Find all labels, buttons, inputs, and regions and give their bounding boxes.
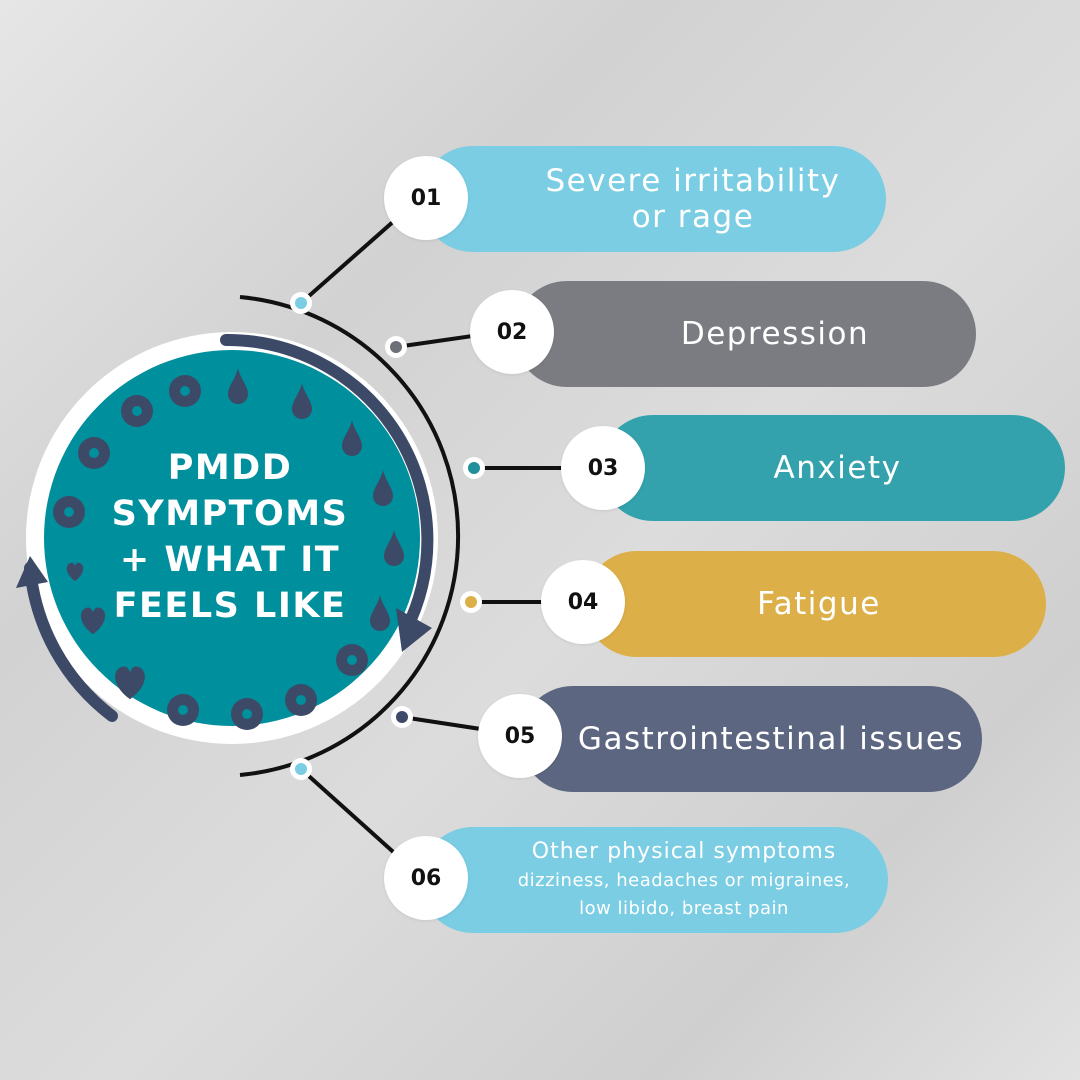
water-drop-icon bbox=[373, 470, 393, 506]
ring-dot-icon bbox=[53, 496, 85, 528]
symptom-detail-line: dizziness, headaches or migraines, bbox=[517, 870, 851, 891]
cycle-arrow-left bbox=[24, 562, 118, 722]
symptom-pill-05: Gastrointestinal issues bbox=[520, 686, 982, 792]
water-drop-icon bbox=[292, 383, 312, 419]
symptom-label-line: Severe irritability bbox=[545, 163, 841, 199]
water-drop-icons bbox=[228, 368, 404, 631]
page-title: PMDD SYMPTOMS + WHAT IT FEELS LIKE bbox=[111, 448, 349, 626]
water-drop-icon bbox=[384, 530, 404, 566]
symptom-detail-line: low libido, breast pain bbox=[579, 898, 789, 919]
symptom-pill-04: Fatigue bbox=[584, 551, 1046, 657]
ring-dot-icon bbox=[78, 437, 110, 469]
symptom-number-04: 04 bbox=[541, 560, 625, 644]
connector-arc bbox=[239, 295, 461, 777]
symptom-number-01: 01 bbox=[384, 156, 468, 240]
symptom-pill-02: Depression bbox=[514, 281, 976, 387]
heart-icons bbox=[66, 562, 145, 700]
ring-dot-icon bbox=[231, 698, 263, 730]
water-drop-icon bbox=[228, 368, 248, 404]
cycle-arrow-right-head-icon bbox=[396, 608, 432, 652]
symptom-number-03: 03 bbox=[561, 426, 645, 510]
heart-icon bbox=[115, 666, 145, 700]
water-drop-icon bbox=[342, 420, 362, 456]
symptom-label: Anxiety bbox=[773, 450, 902, 486]
symptom-label: Fatigue bbox=[757, 586, 881, 622]
ring-dot-icon bbox=[169, 375, 201, 407]
teal-disc bbox=[44, 350, 420, 726]
symptom-pill-01: Severe irritability or rage bbox=[420, 146, 886, 252]
water-drop-icon bbox=[370, 595, 390, 631]
cycle-arrow-right bbox=[220, 333, 434, 636]
symptom-label: Depression bbox=[680, 316, 870, 352]
symptom-number-06: 06 bbox=[384, 836, 468, 920]
symptom-label-line: or rage bbox=[631, 199, 755, 235]
ring-dot-icon bbox=[336, 644, 368, 676]
heart-icon bbox=[80, 607, 106, 635]
symptom-number-05: 05 bbox=[478, 694, 562, 778]
ring-dot-icon bbox=[285, 684, 317, 716]
arc-node-markers bbox=[290, 292, 485, 780]
symptom-label: Other physical symptoms bbox=[531, 839, 837, 864]
symptom-number-02: 02 bbox=[470, 290, 554, 374]
ring-dot-icons bbox=[53, 375, 368, 730]
symptom-pill-06: Other physical symptoms dizziness, heada… bbox=[420, 827, 888, 933]
symptom-label: Gastrointestinal issues bbox=[577, 721, 965, 757]
ring-dot-icon bbox=[167, 694, 199, 726]
ring-dot-icon bbox=[121, 395, 153, 427]
heart-icon bbox=[66, 562, 84, 581]
symptom-pill-03: Anxiety bbox=[600, 415, 1065, 521]
cycle-arrow-left-head-icon bbox=[16, 556, 48, 588]
